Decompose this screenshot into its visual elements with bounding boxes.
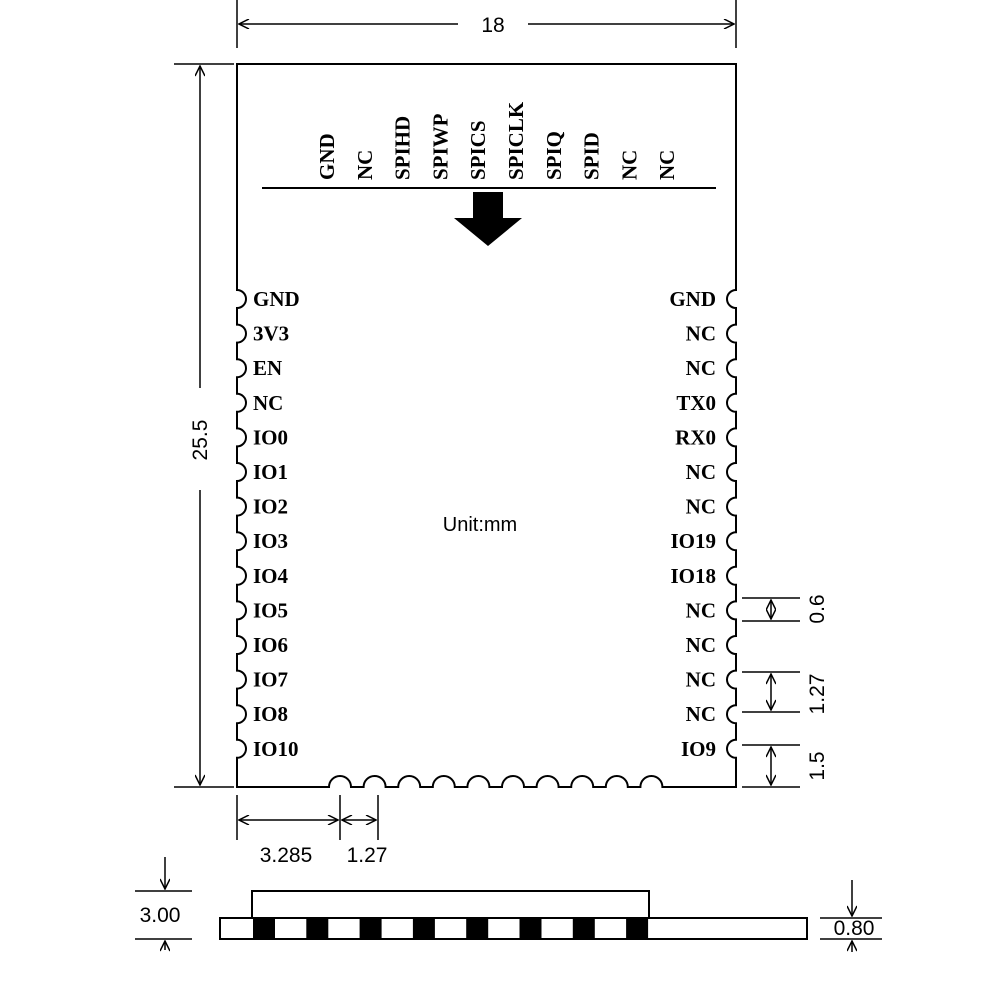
top-pin-label: SPIHD <box>391 116 415 180</box>
pad-width-label: 0.6 <box>806 594 829 623</box>
top-pin-labels: GND NC SPIHD SPIWP SPICS SPICLK SPIQ SPID NC NC <box>315 101 679 180</box>
right-pin-label: NC <box>686 668 716 692</box>
side-view-pad <box>253 918 275 939</box>
side-view-shield <box>251 890 650 919</box>
left-pin-label: IO7 <box>253 668 288 692</box>
right-pin-label: IO18 <box>670 564 716 588</box>
left-pin-label: IO5 <box>253 598 288 622</box>
left-pin-label: 3V3 <box>253 322 289 346</box>
right-pin-label: NC <box>686 460 716 484</box>
top-pin-label: SPID <box>580 132 604 180</box>
right-pin-label: TX0 <box>676 391 716 415</box>
right-pin-label: NC <box>686 702 716 726</box>
left-pin-label: IO2 <box>253 495 288 519</box>
antenna-direction-arrow <box>454 192 522 246</box>
top-pin-label: NC <box>655 150 679 180</box>
total-thickness-label: 3.00 <box>140 904 181 927</box>
side-view-pad <box>626 918 649 939</box>
top-pin-label: SPIWP <box>428 113 452 180</box>
left-pin-label: IO1 <box>253 460 288 484</box>
side-view-pads <box>253 918 649 939</box>
left-pin-label: IO8 <box>253 702 288 726</box>
right-pin-label: NC <box>686 598 716 622</box>
top-pin-label: GND <box>315 133 339 180</box>
top-pin-label: SPIQ <box>542 131 566 180</box>
height-dimension-label: 25.5 <box>189 420 212 461</box>
pcb-thickness-label: 0.80 <box>834 917 875 940</box>
side-view-pad <box>412 918 435 939</box>
first-pad-offset-label: 3.285 <box>260 844 313 867</box>
bottom-offset-label: 1.5 <box>806 751 829 780</box>
left-pin-label: GND <box>253 287 300 311</box>
module-outline <box>236 63 737 788</box>
side-view-pad <box>359 918 382 939</box>
right-pin-label: IO19 <box>670 529 716 553</box>
left-pin-label: IO10 <box>253 737 299 761</box>
side-view-pad <box>466 918 489 939</box>
left-pin-label: IO4 <box>253 564 289 588</box>
top-pin-label: NC <box>617 150 641 180</box>
side-view-pad <box>519 918 542 939</box>
left-pin-label: IO6 <box>253 633 288 657</box>
right-pin-label: IO9 <box>681 737 716 761</box>
top-pin-label: SPICS <box>466 120 490 180</box>
side-view-pad <box>572 918 595 939</box>
right-pin-label: NC <box>686 322 716 346</box>
right-pin-label: GND <box>669 287 716 311</box>
right-pin-label: RX0 <box>675 425 716 449</box>
pitch-right-label: 1.27 <box>806 674 829 715</box>
pitch-bottom-label: 1.27 <box>347 844 388 867</box>
left-pin-label: IO0 <box>253 425 288 449</box>
right-pin-label: NC <box>686 356 716 380</box>
left-pin-label: EN <box>253 356 282 380</box>
side-view-pcb <box>219 917 808 940</box>
left-pin-label: IO3 <box>253 529 288 553</box>
left-pin-label: NC <box>253 391 283 415</box>
right-pin-label: NC <box>686 495 716 519</box>
unit-label: Unit:mm <box>443 514 517 536</box>
top-pin-label: SPICLK <box>504 101 528 180</box>
top-pin-label: NC <box>353 150 377 180</box>
side-view-pad <box>306 918 329 939</box>
right-pin-label: NC <box>686 633 716 657</box>
width-dimension-label: 18 <box>481 14 504 37</box>
